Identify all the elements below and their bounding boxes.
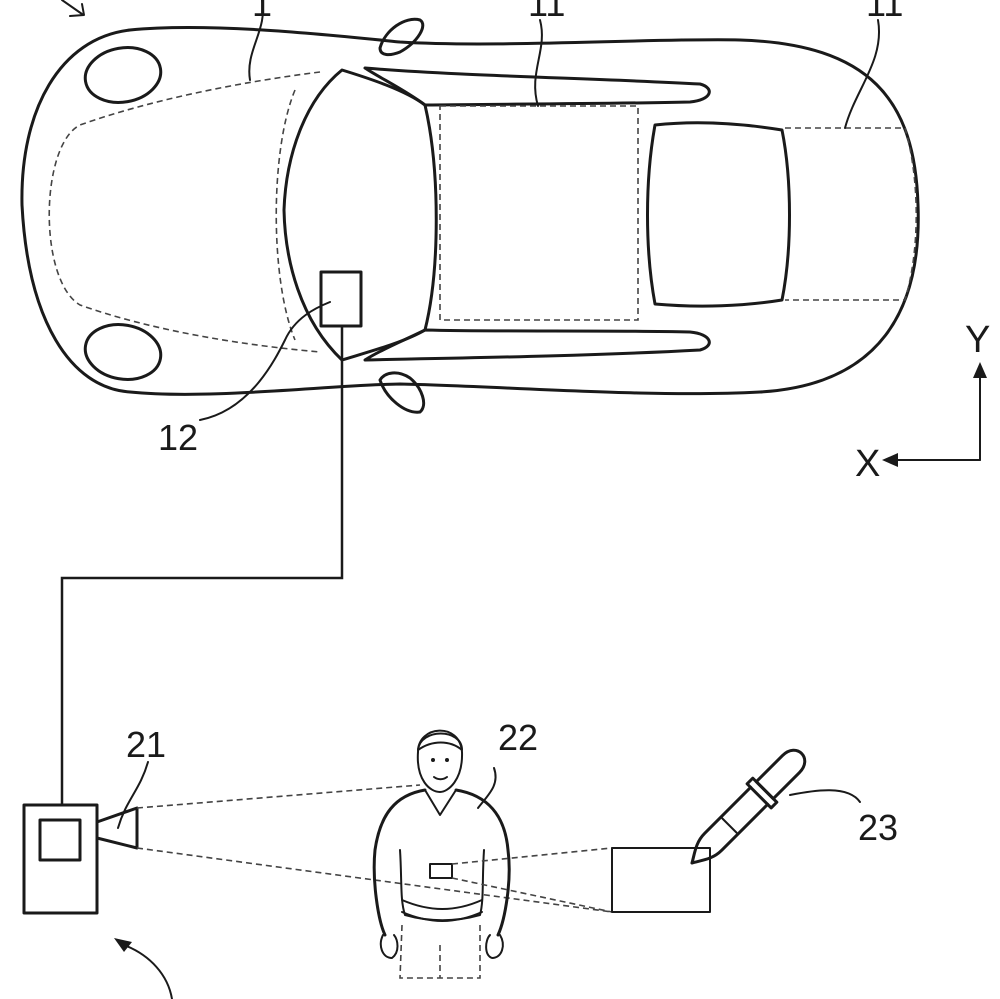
headlight-top bbox=[83, 46, 163, 104]
arrow-ref-2 bbox=[123, 944, 173, 999]
label-axis-x: X bbox=[855, 443, 880, 485]
device-housing bbox=[22, 803, 99, 915]
person-torso bbox=[372, 788, 511, 937]
x-axis-arrowhead bbox=[882, 453, 898, 467]
mirror-bottom bbox=[378, 371, 426, 414]
label-ref-21: 21 bbox=[126, 724, 166, 765]
leader-ref-1 bbox=[248, 0, 264, 81]
label-ref-1: 1 bbox=[252, 0, 272, 24]
headlight-bottom bbox=[83, 323, 163, 381]
side-window-top bbox=[363, 66, 711, 107]
sample-box bbox=[611, 847, 711, 913]
sensor-beam-lower bbox=[451, 877, 613, 913]
person-legs bbox=[399, 924, 481, 979]
label-ref-12: 12 bbox=[158, 417, 198, 458]
dropper bbox=[690, 748, 807, 865]
person-mouth bbox=[433, 776, 448, 781]
signal-wire bbox=[60, 326, 344, 805]
view-cone-upper bbox=[136, 784, 421, 809]
arrow-ref-2-head bbox=[114, 938, 132, 952]
person-waistband bbox=[401, 899, 483, 922]
imaging-device bbox=[22, 761, 149, 915]
person-hand-left bbox=[379, 934, 399, 959]
rear-window bbox=[646, 121, 791, 308]
mirror-top bbox=[378, 17, 425, 57]
label-ref-23: 23 bbox=[858, 807, 898, 848]
person-collar bbox=[424, 789, 457, 816]
leader-ref-11-mid bbox=[534, 19, 543, 107]
dropper-tube bbox=[690, 785, 770, 865]
device-screen bbox=[38, 818, 82, 862]
y-axis-arrowhead bbox=[973, 362, 987, 378]
roof-zone bbox=[439, 105, 639, 321]
person-hand-right bbox=[485, 934, 504, 959]
dropper-collar bbox=[745, 776, 779, 810]
dropper-bulb bbox=[754, 748, 807, 801]
front-hood-contour bbox=[48, 71, 321, 353]
label-ref-11-right: 11 bbox=[866, 0, 903, 24]
arrow-ref-1-head bbox=[69, 3, 85, 17]
label-ref-11-mid: 11 bbox=[528, 0, 565, 24]
label-ref-22: 22 bbox=[498, 717, 538, 758]
leader-ref-12 bbox=[199, 301, 331, 421]
rear-zone bbox=[785, 127, 918, 301]
person-eye-left bbox=[431, 758, 435, 762]
label-axis-y: Y bbox=[965, 319, 990, 361]
leader-ref-23 bbox=[789, 789, 861, 803]
person bbox=[372, 729, 511, 979]
side-window-bottom bbox=[363, 328, 711, 362]
person-hair bbox=[417, 732, 463, 751]
body-sensor bbox=[429, 863, 453, 879]
coordinate-axes bbox=[882, 362, 987, 467]
dropper-fluid-line bbox=[721, 817, 738, 834]
leader-ref-22 bbox=[477, 767, 497, 809]
person-head bbox=[416, 729, 464, 793]
vehicle-body-outline bbox=[20, 25, 920, 396]
vehicle-top-view bbox=[20, 0, 920, 421]
leader-ref-21 bbox=[117, 761, 149, 829]
arrow-ref-1 bbox=[61, 0, 83, 15]
leader-ref-11-right bbox=[844, 19, 881, 129]
sensor-beam-upper bbox=[451, 847, 613, 865]
control-unit-box bbox=[319, 270, 363, 328]
person-eye-right bbox=[445, 758, 449, 762]
